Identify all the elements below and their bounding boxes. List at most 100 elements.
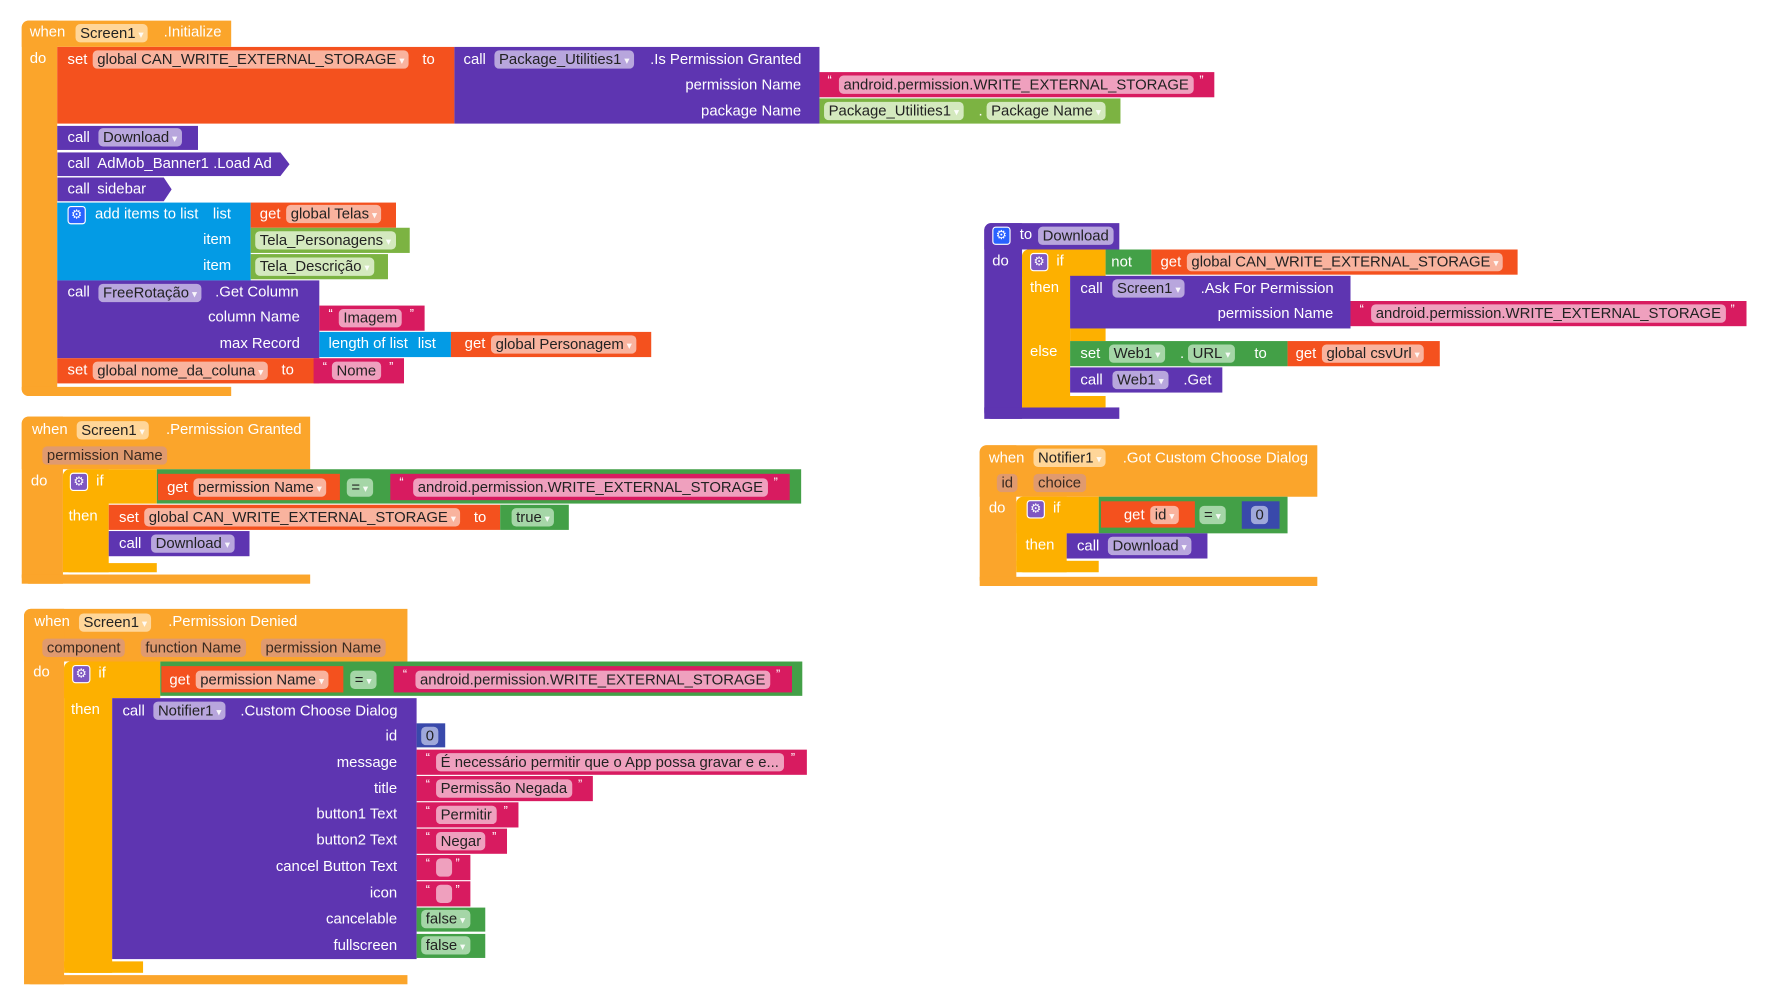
event-spine <box>21 416 63 584</box>
get-label: get <box>169 670 191 688</box>
variable-dropdown[interactable]: id <box>1150 505 1180 525</box>
text-value[interactable] <box>436 858 453 877</box>
component-dropdown[interactable]: Screen1 <box>1112 279 1186 298</box>
operator-dropdown[interactable]: = <box>350 670 377 689</box>
component-dropdown[interactable]: Web1 <box>1109 344 1165 363</box>
component-dropdown[interactable]: Screen1 <box>76 421 150 440</box>
component-dropdown[interactable]: Notifier1 <box>1033 448 1107 467</box>
admob-load-ad-block[interactable] <box>57 152 290 177</box>
component-dropdown[interactable]: Package_Utilities1 <box>824 101 964 121</box>
variable-dropdown[interactable]: global CAN_WRITE_EXTERNAL_STORAGE <box>144 508 461 527</box>
gear-icon[interactable]: ⚙ <box>1026 500 1045 519</box>
event-parameter[interactable]: component <box>42 638 126 657</box>
method-name: .Get <box>1183 370 1212 388</box>
variable-dropdown[interactable]: global csvUrl <box>1321 344 1425 363</box>
get-label: get <box>464 334 486 352</box>
operator-dropdown[interactable]: = <box>346 478 373 497</box>
list-label: list <box>212 204 232 223</box>
event-spine <box>21 20 58 396</box>
operator-dropdown[interactable]: = <box>1199 505 1226 525</box>
boolean-dropdown[interactable]: false <box>421 936 470 955</box>
event-name: .Permission Denied <box>168 612 298 630</box>
text-value[interactable]: android.permission.WRITE_EXTERNAL_STORAG… <box>413 478 768 497</box>
variable-dropdown[interactable]: global nome_da_coluna <box>92 361 268 380</box>
add-items-to-list-block[interactable] <box>57 202 251 281</box>
text-value[interactable]: android.permission.WRITE_EXTERNAL_STORAG… <box>838 75 1194 94</box>
component-dropdown[interactable]: Screen1 <box>78 613 152 632</box>
event-spine <box>24 608 65 985</box>
variable-dropdown[interactable]: permission Name <box>195 670 329 689</box>
not-block[interactable] <box>1105 249 1152 275</box>
number-value[interactable]: 0 <box>421 726 439 746</box>
get-label: get <box>1123 505 1145 524</box>
close-quote-icon: ” <box>492 830 497 845</box>
number-value[interactable]: 0 <box>1250 505 1269 525</box>
text-value[interactable] <box>436 884 453 904</box>
boolean-dropdown[interactable]: false <box>421 909 470 929</box>
gear-icon[interactable]: ⚙ <box>992 226 1011 245</box>
component-dropdown[interactable]: Package_Utilities1 <box>494 50 635 69</box>
call-sidebar-block[interactable] <box>57 177 172 202</box>
text-value[interactable]: Nome <box>331 361 381 380</box>
event-parameter[interactable]: id <box>996 473 1018 493</box>
screen-dropdown[interactable]: Tela_Personagens <box>255 231 396 250</box>
variable-dropdown[interactable]: global Personagem <box>490 335 637 354</box>
open-quote-icon: “ <box>425 751 430 766</box>
procedure-spine <box>984 223 1023 419</box>
item-label: item <box>203 256 232 274</box>
gear-icon[interactable]: ⚙ <box>69 472 89 491</box>
block-label: add items to list <box>94 204 199 223</box>
set-web-url-block[interactable] <box>1070 341 1288 367</box>
screen-dropdown[interactable]: Tela_Descrição <box>255 257 375 276</box>
when-label: when <box>34 612 70 630</box>
component-dropdown[interactable]: FreeRotação <box>98 283 202 303</box>
event-parameter[interactable]: permission Name <box>42 446 168 465</box>
variable-dropdown[interactable]: global CAN_WRITE_EXTERNAL_STORAGE <box>92 50 409 69</box>
event-name: .Got Custom Choose Dialog <box>1122 448 1309 466</box>
custom-choose-dialog-block[interactable] <box>112 698 417 960</box>
gear-icon[interactable]: ⚙ <box>67 206 86 225</box>
procedure-dropdown[interactable]: Download <box>1107 536 1192 556</box>
if-else-divider <box>1070 328 1106 342</box>
boolean-dropdown[interactable]: true <box>511 508 555 527</box>
component-dropdown[interactable]: Notifier1 <box>153 701 226 720</box>
get-label: get <box>259 204 281 223</box>
event-parameter[interactable]: choice <box>1033 473 1086 493</box>
gear-icon[interactable]: ⚙ <box>1030 252 1049 272</box>
arg-label: column Name <box>208 307 300 326</box>
if-label: if <box>98 663 106 681</box>
gear-icon[interactable]: ⚙ <box>72 664 91 684</box>
open-quote-icon: “ <box>328 307 333 322</box>
variable-dropdown[interactable]: global CAN_WRITE_EXTERNAL_STORAGE <box>1186 252 1504 272</box>
get-parameter-block[interactable] <box>1101 501 1195 528</box>
variable-dropdown[interactable]: global Telas <box>286 204 382 224</box>
procedure-dropdown[interactable]: Download <box>151 534 235 553</box>
procedure-name-field[interactable]: Download <box>1038 226 1114 245</box>
close-quote-icon: ” <box>577 778 583 792</box>
component-dropdown[interactable]: Screen1 <box>75 24 149 43</box>
when-label: when <box>32 420 68 438</box>
procedure-name: sidebar <box>97 179 147 197</box>
if-footer <box>1022 395 1106 408</box>
text-value[interactable]: É necessário permitir que o App possa gr… <box>436 753 784 772</box>
component-dropdown[interactable]: Web1 <box>1112 370 1169 390</box>
text-value[interactable]: Permissão Negada <box>436 779 572 798</box>
call-label: call <box>122 701 145 719</box>
text-value[interactable]: android.permission.WRITE_EXTERNAL_STORAG… <box>415 670 770 689</box>
method-name: .Ask For Permission <box>1200 279 1334 297</box>
text-value[interactable]: Negar <box>436 832 486 851</box>
text-value[interactable]: android.permission.WRITE_EXTERNAL_STORAG… <box>1371 304 1726 323</box>
if-footer <box>64 961 144 973</box>
property-dropdown[interactable]: Package Name <box>986 101 1106 121</box>
close-quote-icon: ” <box>1730 303 1735 318</box>
text-value[interactable]: Permitir <box>436 805 497 825</box>
text-value[interactable]: Imagem <box>338 309 402 328</box>
length-of-list-block[interactable] <box>319 331 451 358</box>
event-parameter[interactable]: function Name <box>140 638 246 657</box>
variable-dropdown[interactable]: permission Name <box>193 478 327 497</box>
event-parameter[interactable]: permission Name <box>260 638 386 657</box>
property-dropdown[interactable]: URL <box>1187 344 1235 363</box>
procedure-dropdown[interactable]: Download <box>98 128 182 147</box>
set-label: set <box>1080 344 1101 362</box>
